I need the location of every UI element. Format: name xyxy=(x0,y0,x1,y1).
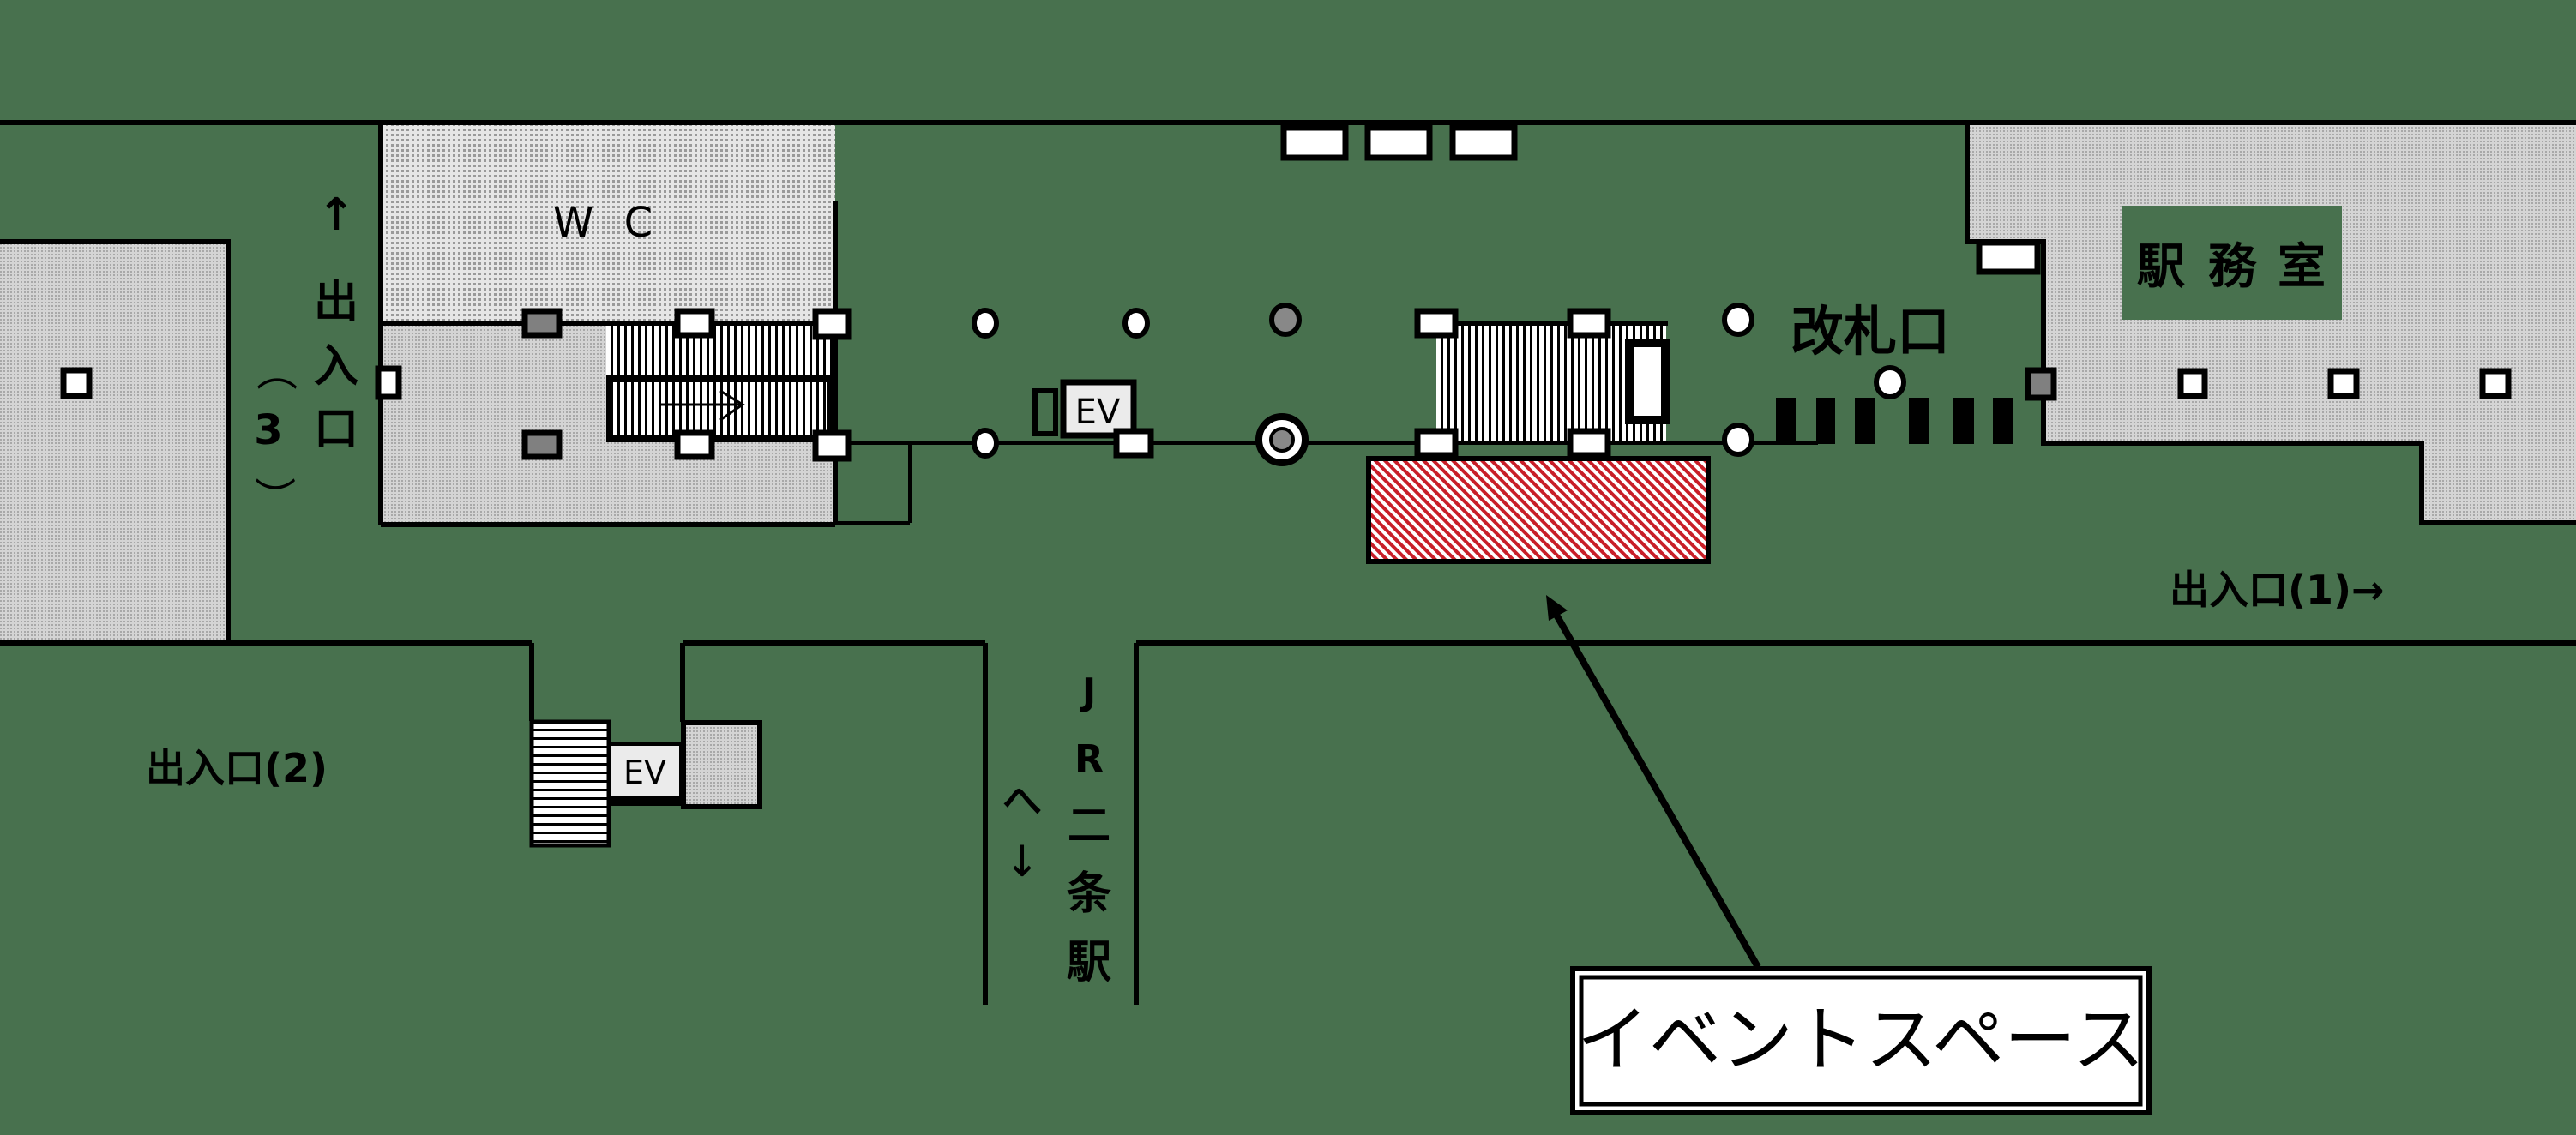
exit-2[interactable]: 出入口(2) EV xyxy=(146,719,762,848)
svg-text:（: （ xyxy=(251,350,299,391)
top-vending-machines xyxy=(1280,124,1518,161)
ticket-gate[interactable]: 改札口 xyxy=(1749,300,2013,445)
ticket-gate-label: 改札口 xyxy=(1791,300,1950,363)
svg-text:出: 出 xyxy=(314,277,358,328)
svg-text:口: 口 xyxy=(314,404,358,455)
event-space-label-box[interactable]: イベントスペース xyxy=(1570,966,2152,1115)
svg-text:3: 3 xyxy=(254,406,282,454)
exit-1-label[interactable]: 出入口(1)→ xyxy=(2170,567,2385,613)
escalator xyxy=(1414,308,1670,459)
left-building-block xyxy=(0,239,231,646)
wc-room: W C xyxy=(378,125,838,525)
svg-text:）: ） xyxy=(250,477,298,518)
event-space-pointer-arrow-icon xyxy=(1546,595,1761,969)
wc-label: W C xyxy=(553,199,661,247)
stair-hall xyxy=(375,308,852,527)
elevator-main-label: EV xyxy=(1075,393,1121,432)
svg-text:条: 条 xyxy=(1067,868,1111,920)
svg-text:J: J xyxy=(1080,670,1096,714)
event-space-label: イベントスペース xyxy=(1577,998,2145,1082)
svg-text:へ: へ xyxy=(1002,778,1042,824)
target-pillar-icon xyxy=(1255,413,1309,466)
station-office: 駅 務 室 xyxy=(1965,123,2576,525)
event-space-area[interactable] xyxy=(1366,456,1711,564)
exit-3-arrow-up-icon: ↑ xyxy=(317,189,355,241)
stairs-arrow-icon xyxy=(659,389,745,422)
station-office-label-2: 務 xyxy=(2208,239,2257,295)
svg-text:二: 二 xyxy=(1068,801,1110,850)
svg-text:駅: 駅 xyxy=(1067,937,1111,988)
station-office-label-3: 室 xyxy=(2278,239,2326,295)
pillars xyxy=(972,303,1906,466)
jr-arrow-down-icon: ↓ xyxy=(1004,837,1040,886)
svg-text:R: R xyxy=(1074,737,1104,781)
exit-2-label: 出入口(2) xyxy=(146,745,328,791)
elevator-exit2-label: EV xyxy=(623,754,666,791)
exit-3-label[interactable]: ↑ 出 入 口 （ 3 ） xyxy=(250,189,358,518)
station-office-label-1: 駅 xyxy=(2137,239,2185,295)
svg-text:入: 入 xyxy=(314,341,358,393)
elevator-main[interactable]: EV xyxy=(1032,379,1154,459)
jr-nijo-station-direction[interactable]: J R 二 条 駅 へ ↓ xyxy=(1002,670,1111,988)
